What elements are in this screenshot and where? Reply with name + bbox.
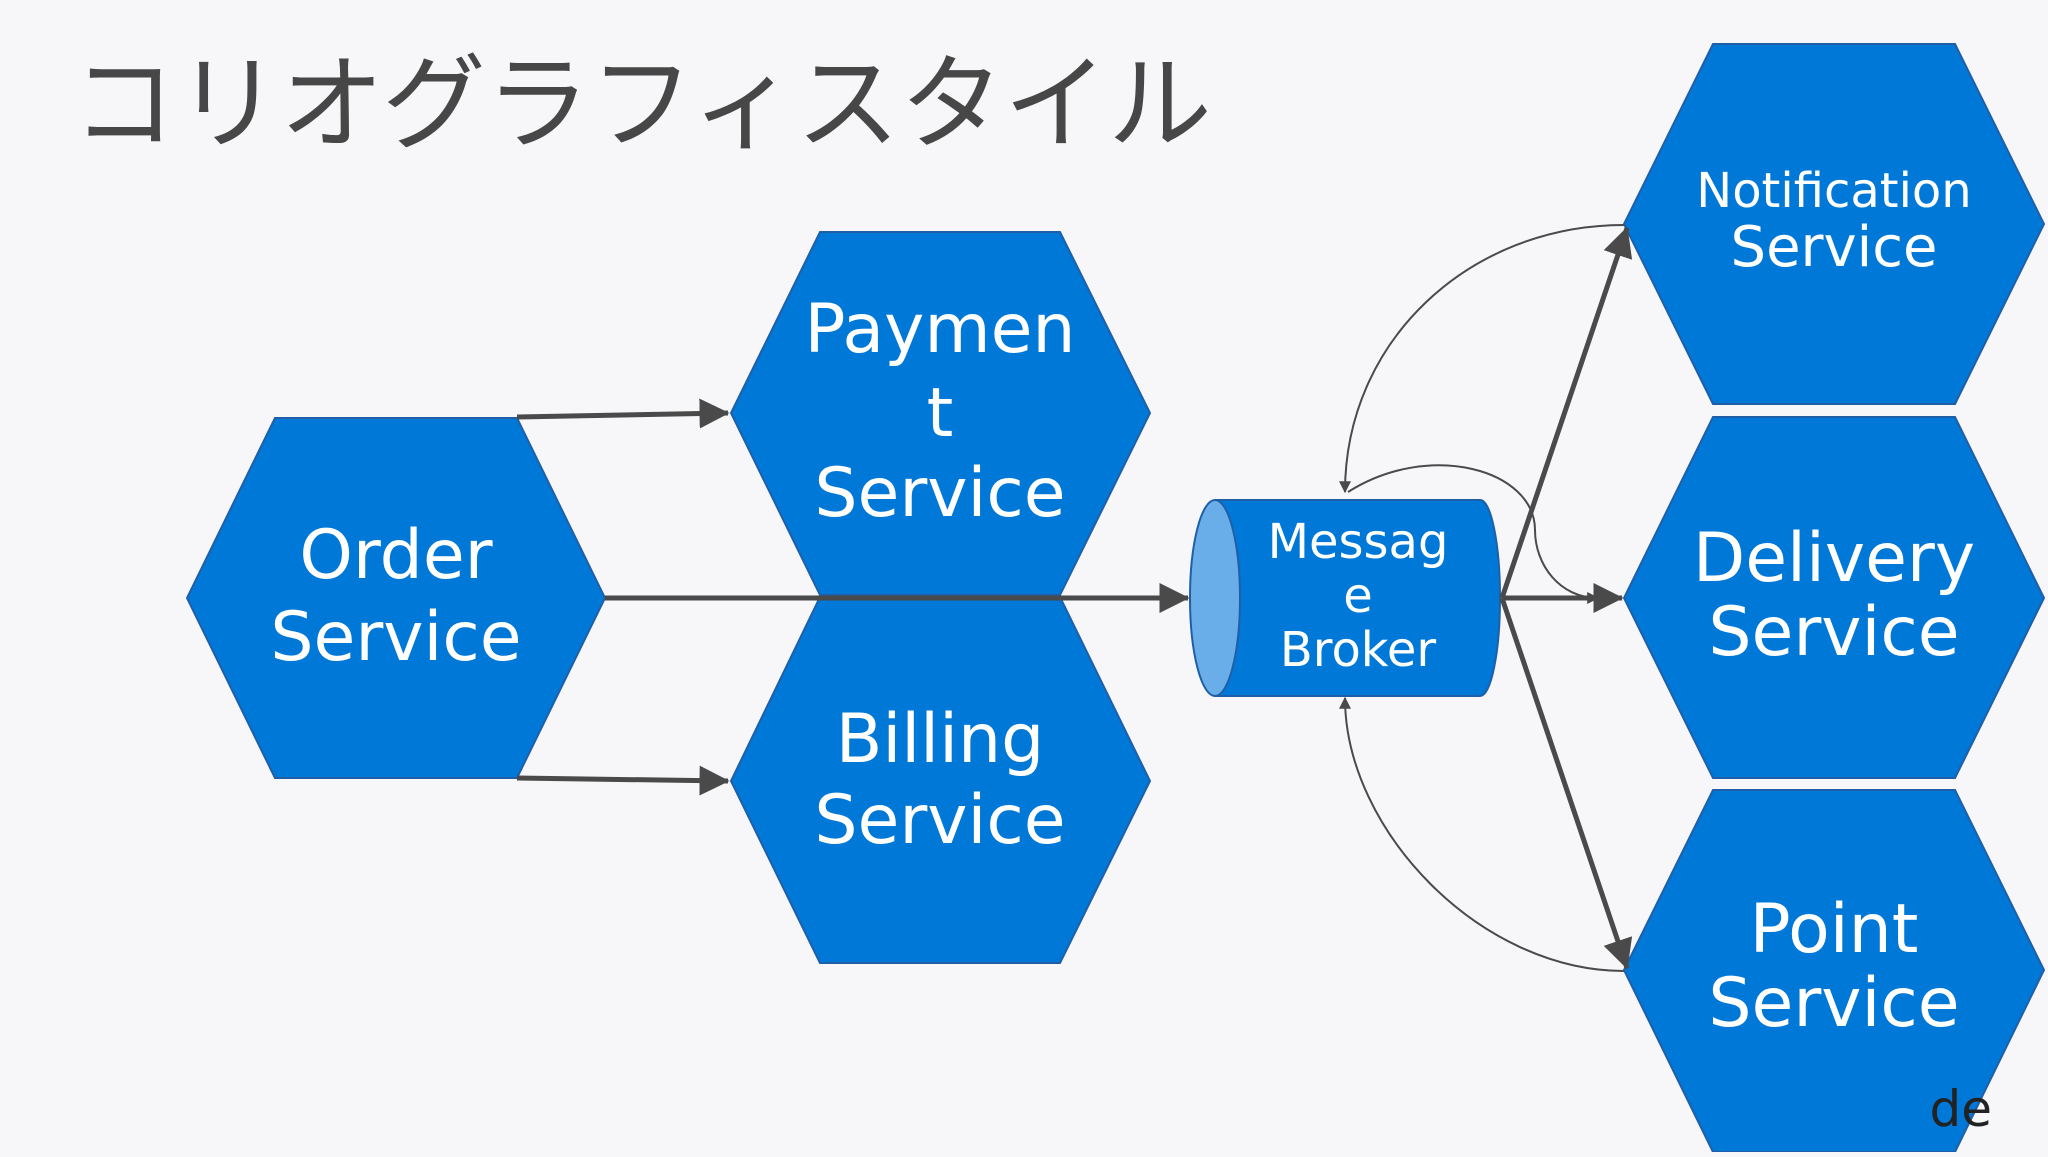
order-service-label-line1: Order xyxy=(299,516,492,595)
delivery-service-label-line1: Delivery xyxy=(1693,519,1975,598)
service-delivery: Delivery Service xyxy=(1622,416,2046,779)
arrow-order-to-billing xyxy=(516,765,730,796)
curve-notification-to-broker xyxy=(1339,224,1625,494)
billing-service-label-line2: Service xyxy=(814,781,1065,860)
point-service-label-line1: Point xyxy=(1750,890,1919,969)
notification-service-label-line2: Service xyxy=(1731,215,1938,280)
billing-service-label-line1: Billing xyxy=(836,700,1044,779)
service-billing: Billing Service xyxy=(729,596,1152,964)
curve-point-to-broker xyxy=(1339,696,1625,972)
payment-service-label-line1: Paymen xyxy=(804,290,1075,369)
broker-label-line3: Broker xyxy=(1280,622,1437,678)
broker-body xyxy=(1214,499,1501,697)
slide-title: コリオグラフィスタイル xyxy=(72,43,1212,165)
delivery-service-label-line2: Service xyxy=(1708,593,1959,672)
payment-service-label-line2: t xyxy=(927,374,954,453)
delivery-service-hexagon xyxy=(1622,416,2046,779)
arrow-broker-to-point xyxy=(1499,597,1633,970)
order-service-label-line2: Service xyxy=(270,598,521,677)
arrow-broker-to-notification xyxy=(1499,226,1633,599)
service-notification: Notification Service xyxy=(1622,43,2046,405)
message-broker: Messag e Broker xyxy=(1189,499,1501,697)
notification-service-label-line1: Notification xyxy=(1696,163,1971,219)
point-service-label-line2: Service xyxy=(1708,964,1959,1043)
broker-cap xyxy=(1189,499,1241,697)
service-payment: Paymen t Service xyxy=(729,231,1152,596)
service-point: Point Service xyxy=(1622,789,2046,1153)
curve-broker-to-delivery xyxy=(1347,464,1600,604)
payment-service-label-line3: Service xyxy=(814,454,1065,533)
corner-fragment-text: de xyxy=(1930,1080,1993,1138)
service-order: Order Service xyxy=(185,417,607,779)
billing-service-hexagon xyxy=(729,596,1152,964)
broker-label-line1: Messag xyxy=(1268,514,1449,570)
arrow-order-to-payment xyxy=(516,398,730,429)
payment-service-hexagon xyxy=(729,231,1152,596)
broker-label-line2: e xyxy=(1343,568,1373,624)
